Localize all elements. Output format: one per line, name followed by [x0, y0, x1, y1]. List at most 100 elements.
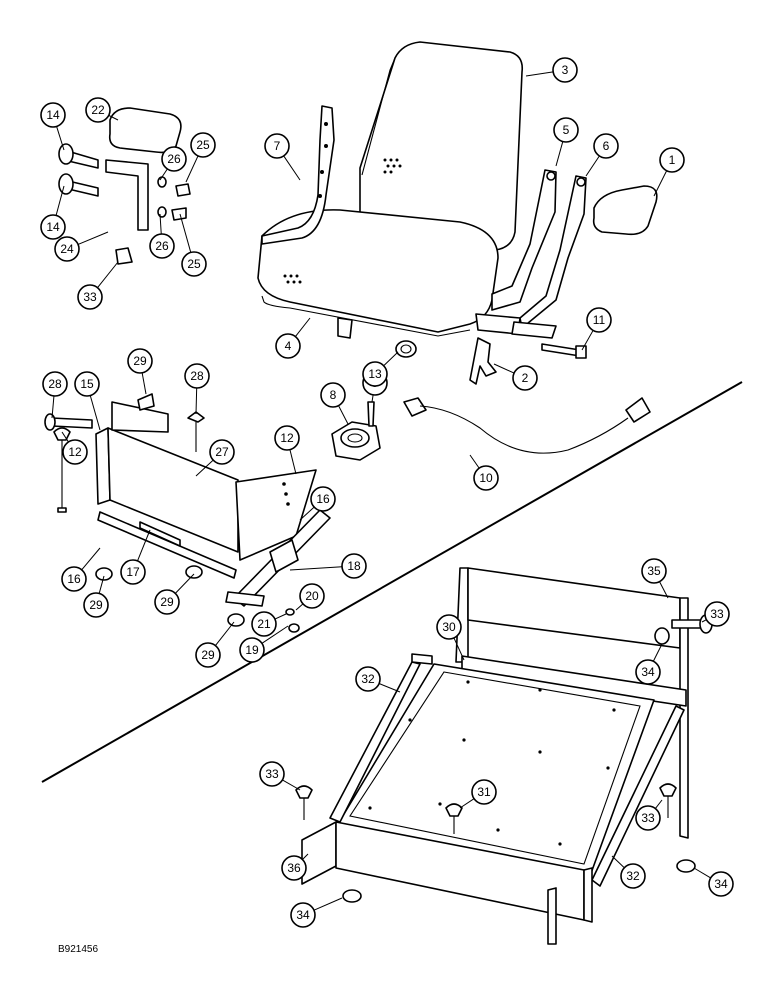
callout-25: 25: [185, 132, 216, 183]
callout-circle: [190, 132, 216, 158]
callout-24: 24: [54, 231, 109, 262]
callout-circle: [552, 57, 578, 83]
callout-leader: [653, 170, 668, 197]
callout-leader: [215, 621, 235, 646]
callout-leader: [55, 185, 65, 216]
callout-29: 29: [83, 575, 109, 618]
callout-number: 25: [196, 138, 210, 152]
callout-1: 1: [653, 147, 685, 197]
callout-number: 29: [133, 354, 147, 368]
callout-10: 10: [469, 454, 499, 491]
callout-number: 34: [296, 908, 310, 922]
callout-number: 33: [83, 290, 97, 304]
callout-number: 12: [68, 445, 82, 459]
callout-circle: [635, 805, 661, 831]
callout-29: 29: [195, 621, 235, 668]
callout-2: 2: [493, 363, 538, 391]
callout-number: 26: [167, 152, 181, 166]
callout-number: 36: [287, 861, 301, 875]
callout-28: 28: [42, 371, 68, 419]
callout-leader: [383, 351, 399, 367]
callout-number: 21: [257, 617, 271, 631]
callout-leader: [141, 372, 147, 395]
callout-circle: [281, 855, 307, 881]
callout-leader: [295, 317, 311, 337]
callout-leader: [98, 575, 105, 594]
callout-leader: [295, 603, 304, 611]
callout-31: 31: [459, 779, 497, 809]
callout-number: 26: [155, 239, 169, 253]
callout-20: 20: [295, 583, 325, 611]
callout-leader: [274, 613, 287, 620]
callout-leader: [581, 330, 594, 351]
callout-circle: [659, 147, 685, 173]
callout-36: 36: [281, 853, 309, 881]
callout-leader: [585, 155, 600, 177]
callout-circle: [259, 761, 285, 787]
callout-leader: [195, 459, 214, 477]
callout-circle: [239, 637, 265, 663]
callout-circle: [62, 439, 88, 465]
callout-leader: [453, 637, 465, 661]
callout-leader: [493, 363, 515, 374]
callout-30: 30: [436, 614, 465, 661]
callout-number: 31: [477, 785, 491, 799]
callout-leader: [185, 155, 199, 183]
callout-layer: 1234567891011121213141415161617181920212…: [40, 57, 734, 928]
seat-switch-assembly: [331, 397, 651, 461]
callout-28: 28: [184, 363, 210, 415]
callout-circle: [310, 486, 336, 512]
callout-14: 14: [40, 102, 66, 151]
callout-number: 6: [603, 139, 610, 153]
callout-circle: [586, 307, 612, 333]
callout-21: 21: [251, 611, 287, 637]
callout-number: 10: [479, 471, 493, 485]
callout-number: 2: [522, 371, 529, 385]
callout-leader: [261, 625, 289, 644]
callout-circle: [436, 614, 462, 640]
callout-leader: [282, 779, 301, 791]
callout-leader: [378, 683, 401, 693]
callout-circle: [299, 583, 325, 609]
callout-35: 35: [641, 558, 669, 599]
callout-number: 33: [641, 811, 655, 825]
callout-number: 3: [562, 63, 569, 77]
callout-22: 22: [85, 97, 119, 123]
callout-circle: [195, 642, 221, 668]
callout-13: 13: [362, 351, 399, 387]
callout-5: 5: [553, 117, 579, 167]
callout-leader: [371, 394, 374, 403]
callout-circle: [54, 236, 80, 262]
callout-number: 33: [265, 767, 279, 781]
callout-leader: [469, 454, 480, 469]
callout-number: 35: [647, 564, 661, 578]
callout-leader: [659, 581, 669, 599]
seat-base-assembly: [295, 567, 713, 945]
callout-circle: [77, 284, 103, 310]
seat-assembly: [257, 41, 658, 385]
figure-id: B921456: [58, 944, 99, 955]
callout-33: 33: [701, 601, 730, 627]
callout-circle: [362, 361, 388, 387]
callout-number: 28: [190, 369, 204, 383]
callout-number: 16: [316, 492, 330, 506]
callout-circle: [708, 871, 734, 897]
callout-leader: [51, 395, 55, 419]
callout-circle: [61, 566, 87, 592]
callout-29: 29: [154, 573, 195, 615]
callout-leader: [693, 867, 711, 879]
callout-8: 8: [320, 382, 349, 425]
callout-number: 32: [626, 869, 640, 883]
callout-circle: [120, 559, 146, 585]
callout-number: 16: [67, 572, 81, 586]
callout-circle: [251, 611, 277, 637]
callout-circle: [83, 592, 109, 618]
callout-number: 12: [280, 431, 294, 445]
callout-15: 15: [74, 371, 101, 431]
callout-leader: [77, 231, 109, 245]
callout-leader: [159, 213, 162, 235]
callout-circle: [264, 133, 290, 159]
callout-34: 34: [290, 897, 343, 928]
callout-leader: [61, 431, 69, 443]
